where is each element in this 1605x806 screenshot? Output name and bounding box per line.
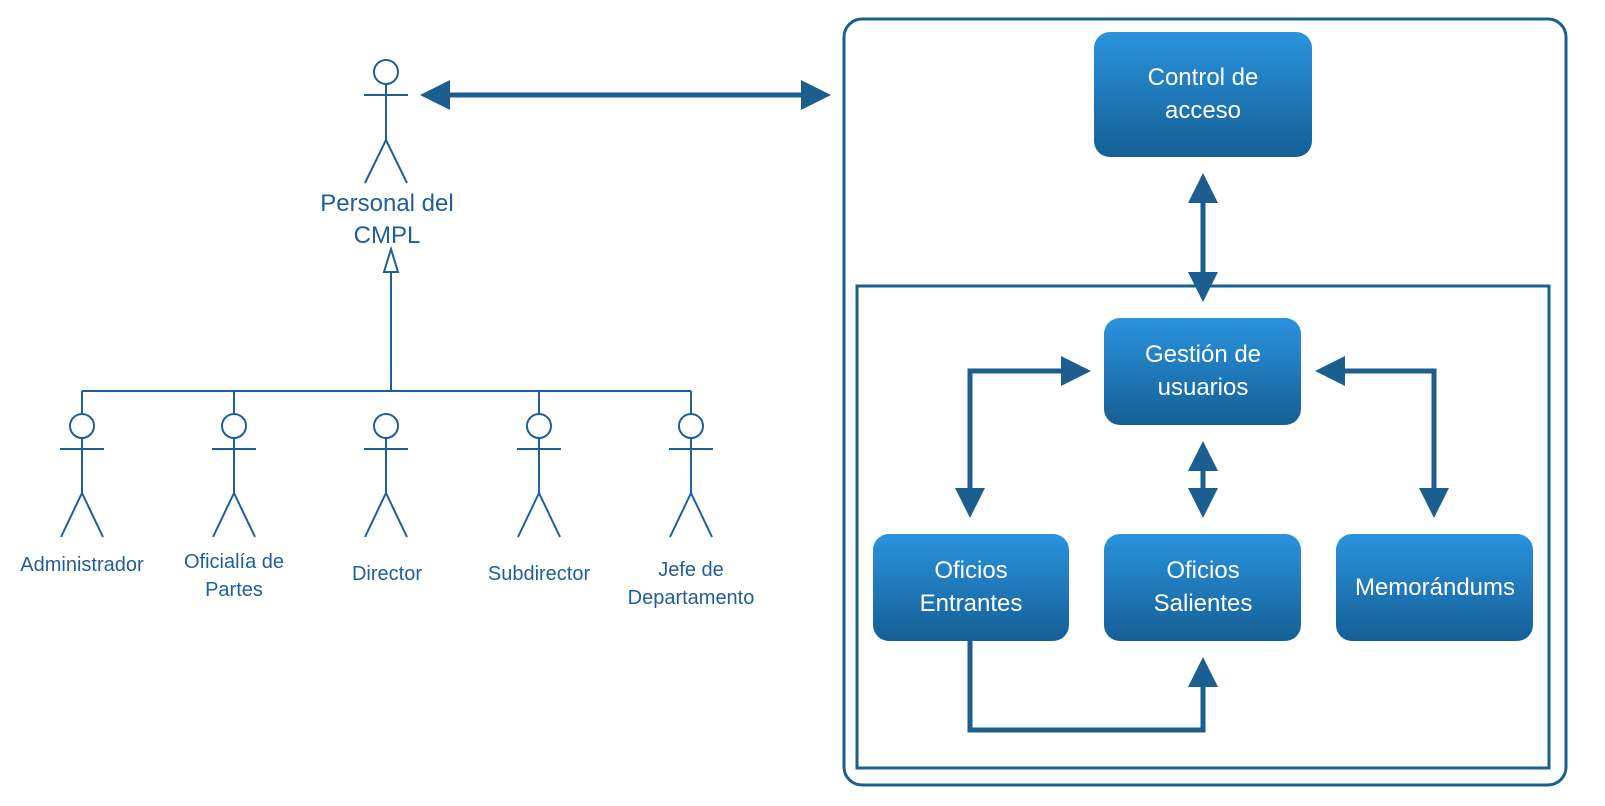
stick-figure-icon	[517, 413, 561, 538]
actor-label: Subdirector	[488, 563, 591, 585]
system-boundary	[842, 17, 1568, 787]
actor-label: Administrador	[20, 554, 144, 576]
actor-oficialia: Oficialía de Partes	[184, 413, 284, 601]
module-label-line2: usuarios	[1158, 374, 1249, 401]
actor-label: Director	[352, 563, 422, 585]
actor-subdirector: Subdirector	[488, 413, 591, 585]
actor-label-line2: Departamento	[628, 587, 755, 609]
generalization-tree	[81, 245, 692, 414]
actor-administrador: Administrador	[20, 413, 144, 576]
stick-figure-icon	[212, 413, 256, 538]
stick-figure-icon	[364, 413, 408, 538]
connector-entrantes-salientes	[967, 640, 1218, 733]
connector-gestion-memorandums	[1315, 356, 1449, 518]
main-actor-label-line2: CMPL	[354, 222, 421, 249]
module-label-line1: Oficios	[1166, 557, 1239, 584]
module-memorandums: Memorándums	[1336, 534, 1533, 641]
module-oficios-entrantes: Oficios Entrantes	[873, 534, 1069, 641]
module-control-acceso: Control de acceso	[1094, 32, 1312, 157]
module-connectors	[955, 173, 1449, 733]
module-label-line1: Control de	[1148, 64, 1259, 91]
module-label-line2: Entrantes	[920, 590, 1023, 617]
connector-gestion-entrantes	[955, 356, 1091, 518]
module-label-line1: Gestión de	[1145, 341, 1261, 368]
main-actor: Personal del CMPL	[320, 59, 454, 249]
generalization-arrow-icon	[382, 245, 400, 273]
stick-figure-icon	[364, 59, 408, 184]
stick-figure-icon	[60, 413, 104, 538]
module-oficios-salientes: Oficios Salientes	[1104, 534, 1301, 641]
module-label: Memorándums	[1355, 574, 1515, 601]
actor-director: Director	[352, 413, 422, 585]
module-label-line2: Salientes	[1154, 590, 1253, 617]
stick-figure-icon	[669, 413, 713, 538]
main-actor-label-line1: Personal del	[320, 190, 453, 217]
actor-jefe: Jefe de Departamento	[628, 413, 755, 609]
module-label-line2: acceso	[1165, 97, 1241, 124]
module-label-line1: Oficios	[934, 557, 1007, 584]
actor-label-line1: Oficialía de	[184, 551, 284, 573]
actor-label-line1: Jefe de	[658, 559, 724, 581]
actor-label-line2: Partes	[205, 579, 263, 601]
module-gestion-usuarios: Gestión de usuarios	[1104, 318, 1301, 425]
